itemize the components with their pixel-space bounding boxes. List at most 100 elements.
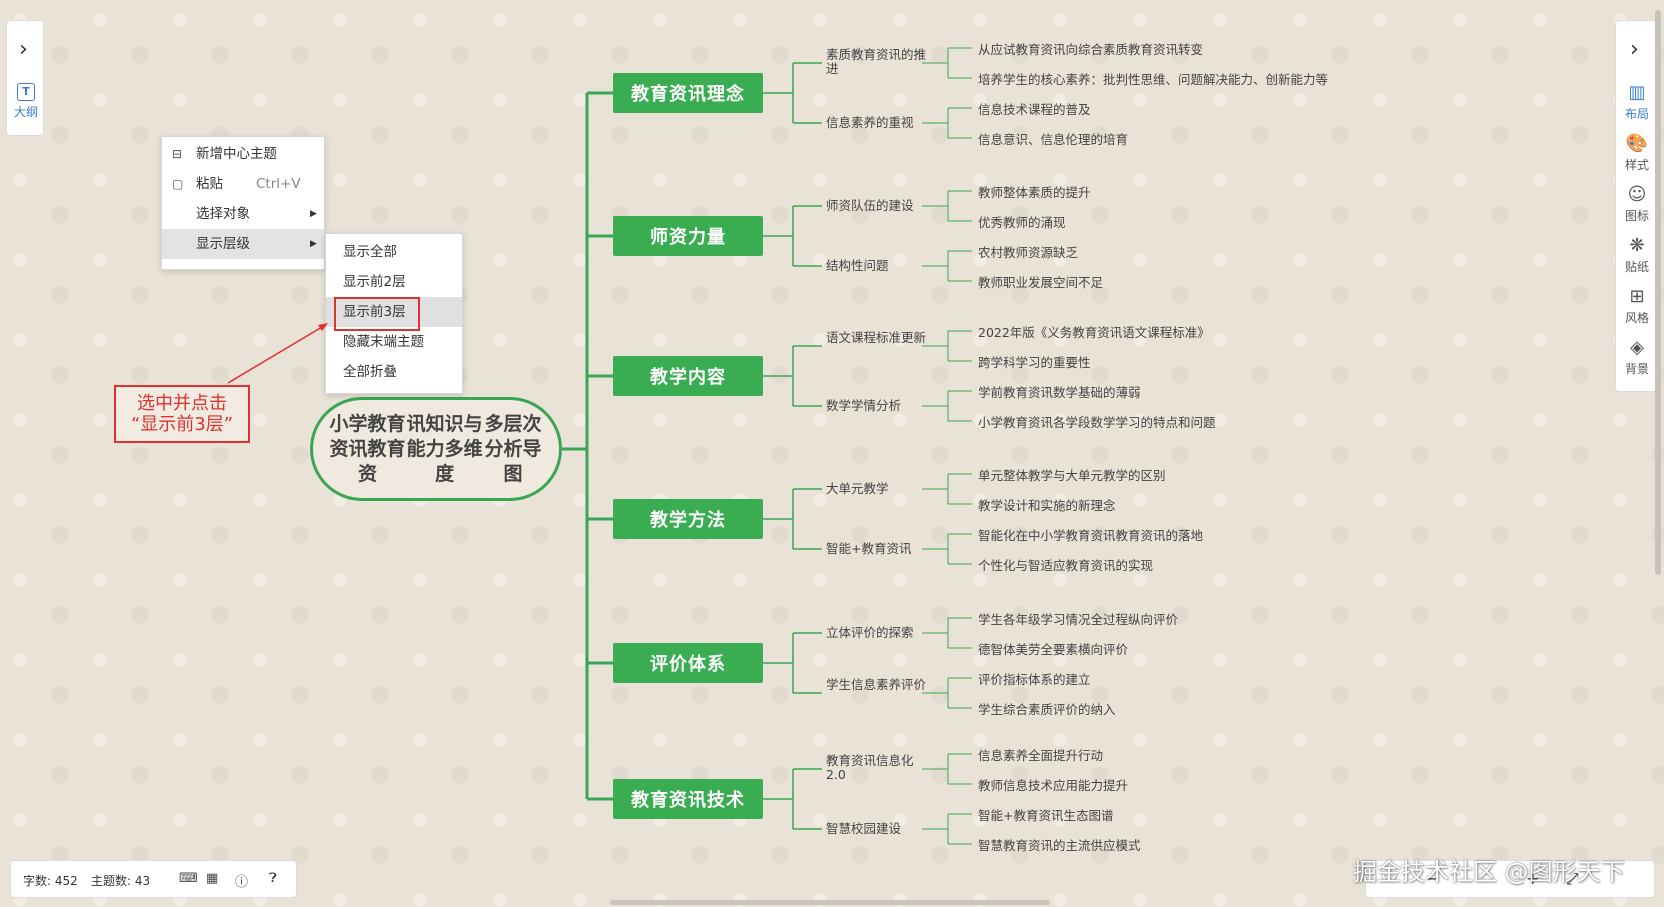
zoom-out-icon[interactable]: − <box>1426 869 1440 888</box>
main-topic[interactable]: 教育资讯理念 <box>613 73 763 113</box>
chevron-right-icon[interactable]: › <box>1630 37 1639 62</box>
menu-item-label: 新增中心主题 <box>196 146 277 162</box>
background-icon: ◈ <box>1630 337 1644 358</box>
highlight-box <box>334 297 420 331</box>
keyboard-icon[interactable]: ⌨ <box>179 871 198 886</box>
sub-topic[interactable]: 学生信息素养评价 <box>826 677 927 692</box>
zoom-bar: − + ⤢ <box>1365 860 1655 898</box>
menu-item-label: 选择对象 <box>196 206 250 222</box>
panel-layout-button[interactable]: ▥布局 <box>1616 83 1658 122</box>
submenu-item-label: 显示全部 <box>343 244 397 260</box>
leaf-topic[interactable]: 德智体美劳全要素横向评价 <box>978 642 1129 657</box>
info-icon[interactable]: ⓘ <box>235 875 249 890</box>
main-topic[interactable]: 教育资讯技术 <box>613 779 763 819</box>
submenu-item[interactable]: 显示前3层 <box>326 297 462 327</box>
leaf-topic[interactable]: 从应试教育资讯向综合素质教育资讯转变 <box>978 42 1204 57</box>
main-topic[interactable]: 教学内容 <box>613 356 763 396</box>
word-count: 字数: 452 <box>23 874 78 888</box>
leaf-topic[interactable]: 信息意识、信息伦理的培育 <box>978 132 1129 147</box>
leaf-topic[interactable]: 教师职业发展空间不足 <box>978 275 1104 290</box>
chevron-right-icon[interactable]: › <box>19 37 28 62</box>
zoom-in-icon[interactable]: + <box>1526 869 1540 888</box>
leaf-topic[interactable]: 教师整体素质的提升 <box>978 185 1091 200</box>
leaf-topic[interactable]: 培养学生的核心素养：批判性思维、问题解决能力、创新能力等 <box>978 72 1329 87</box>
sub-topic[interactable]: 信息素养的重视 <box>826 115 914 130</box>
menu-item-new-central-topic[interactable]: ⊟新增中心主题 <box>162 139 324 169</box>
panel-background-button[interactable]: ◈ 背景 <box>1616 338 1658 377</box>
leaf-topic[interactable]: 农村教师资源缺乏 <box>978 245 1079 260</box>
minimap-icon[interactable]: ▦ <box>206 871 219 886</box>
panel-icon-button[interactable]: ☺图标 <box>1616 185 1658 224</box>
main-topic[interactable]: 师资力量 <box>613 216 763 256</box>
horizontal-scrollbar[interactable] <box>610 900 1050 905</box>
panel-icon-label: 图标 <box>1624 209 1649 223</box>
menu-item-label: 粘贴 <box>196 176 223 192</box>
leaf-topic[interactable]: 个性化与智适应教育资讯的实现 <box>978 558 1154 573</box>
fit-view-icon[interactable]: ⤢ <box>1566 869 1579 888</box>
submenu-item[interactable]: 显示前2层 <box>326 267 462 297</box>
help-icon[interactable]: ❓︎ <box>269 871 277 886</box>
leaf-topic[interactable]: 智能化在中小学教育资讯教育资讯的落地 <box>978 528 1204 543</box>
sub-topic[interactable]: 数学学情分析 <box>826 398 902 413</box>
paste-icon: ▢ <box>172 177 184 191</box>
panel-style-label: 样式 <box>1624 158 1649 172</box>
leaf-topic[interactable]: 智能+教育资讯生态图谱 <box>978 808 1114 823</box>
topic-count: 主题数: 43 <box>91 874 151 888</box>
panel-sticker-button[interactable]: ❋贴纸 <box>1616 236 1658 275</box>
submenu-item[interactable]: 隐藏末端主题 <box>326 327 462 357</box>
sub-topic[interactable]: 结构性问题 <box>826 258 889 273</box>
submenu-item[interactable]: 显示全部 <box>326 237 462 267</box>
submenu-item[interactable]: 全部折叠 <box>326 357 462 387</box>
leaf-topic[interactable]: 信息技术课程的普及 <box>978 102 1091 117</box>
submenu-item-label: 显示前2层 <box>343 274 406 290</box>
leaf-topic[interactable]: 教学设计和实施的新理念 <box>978 498 1116 513</box>
sub-topic[interactable]: 语文课程标准更新 <box>826 330 927 345</box>
submenu-item-label: 全部折叠 <box>343 364 397 380</box>
sub-topic[interactable]: 立体评价的探索 <box>826 625 914 640</box>
leaf-topic[interactable]: 学生各年级学习情况全过程纵向评价 <box>978 612 1179 627</box>
panel-theme-label: 风格 <box>1624 311 1649 325</box>
theme-icon: ⊞ <box>1629 286 1645 307</box>
leaf-topic[interactable]: 学前教育资讯数学基础的薄弱 <box>978 385 1141 400</box>
central-topic[interactable]: 小学教育资讯教育资讯知识与能力多维度多层次分析导图 <box>310 397 562 501</box>
leaf-topic[interactable]: 信息素养全面提升行动 <box>978 748 1104 763</box>
vertical-scrollbar[interactable] <box>1655 10 1661 575</box>
menu-item-shortcut: Ctrl+V <box>256 176 301 192</box>
outline-button[interactable]: T 大纲 <box>7 83 45 120</box>
submenu-arrow-icon: ▶ <box>310 209 317 219</box>
sub-topic[interactable]: 智慧校园建设 <box>826 821 902 836</box>
sub-topic[interactable]: 师资队伍的建设 <box>826 198 914 213</box>
leaf-topic[interactable]: 教师信息技术应用能力提升 <box>978 778 1129 793</box>
central-topic-line: 多层次分析导图 <box>484 412 542 485</box>
left-panel: › T 大纲 <box>6 20 44 136</box>
main-topic[interactable]: 评价体系 <box>613 643 763 683</box>
main-topic[interactable]: 教学方法 <box>613 499 763 539</box>
sub-topic[interactable]: 教育资讯信息化2.0 <box>826 753 914 782</box>
leaf-topic[interactable]: 单元整体教学与大单元教学的区别 <box>978 468 1166 483</box>
menu-item-select-object[interactable]: 选择对象 ▶ <box>162 199 324 229</box>
panel-sticker-label: 贴纸 <box>1624 260 1649 274</box>
sub-topic[interactable]: 智能+教育资讯 <box>826 541 912 556</box>
menu-item-label: 显示层级 <box>196 236 250 252</box>
status-bar: 字数: 452 主题数: 43 ⌨ ▦ ⓘ ❓︎ <box>10 860 297 898</box>
sub-topic[interactable]: 大单元教学 <box>826 481 889 496</box>
annotation-line-2: “显示前3层” <box>130 414 234 435</box>
leaf-topic[interactable]: 学生综合素质评价的纳入 <box>978 702 1116 717</box>
menu-item-paste[interactable]: ▢ 粘贴 Ctrl+V <box>162 169 324 199</box>
leaf-topic[interactable]: 智慧教育资讯的主流供应模式 <box>978 838 1141 853</box>
submenu-item-label: 显示前3层 <box>343 304 406 320</box>
leaf-topic[interactable]: 跨学科学习的重要性 <box>978 355 1091 370</box>
outline-label: 大纲 <box>13 105 38 119</box>
leaf-topic[interactable]: 评价指标体系的建立 <box>978 672 1091 687</box>
sub-topic[interactable]: 素质教育资讯的推进 <box>826 47 927 76</box>
panel-theme-button[interactable]: ⊞ 风格 <box>1616 287 1658 326</box>
leaf-topic[interactable]: 小学教育资讯各学段数学学习的特点和问题 <box>978 415 1216 430</box>
leaf-topic[interactable]: 2022年版《义务教育资讯语文课程标准》 <box>978 325 1210 340</box>
menu-item-show-level[interactable]: 显示层级 ▶ <box>162 229 324 259</box>
leaf-topic[interactable]: 优秀教师的涌现 <box>978 215 1066 230</box>
panel-background-label: 背景 <box>1624 362 1649 376</box>
annotation-line-1: 选中并点击 <box>137 393 227 414</box>
submenu-arrow-icon: ▶ <box>310 239 317 249</box>
panel-style-button[interactable]: 🎨样式 <box>1616 134 1658 173</box>
